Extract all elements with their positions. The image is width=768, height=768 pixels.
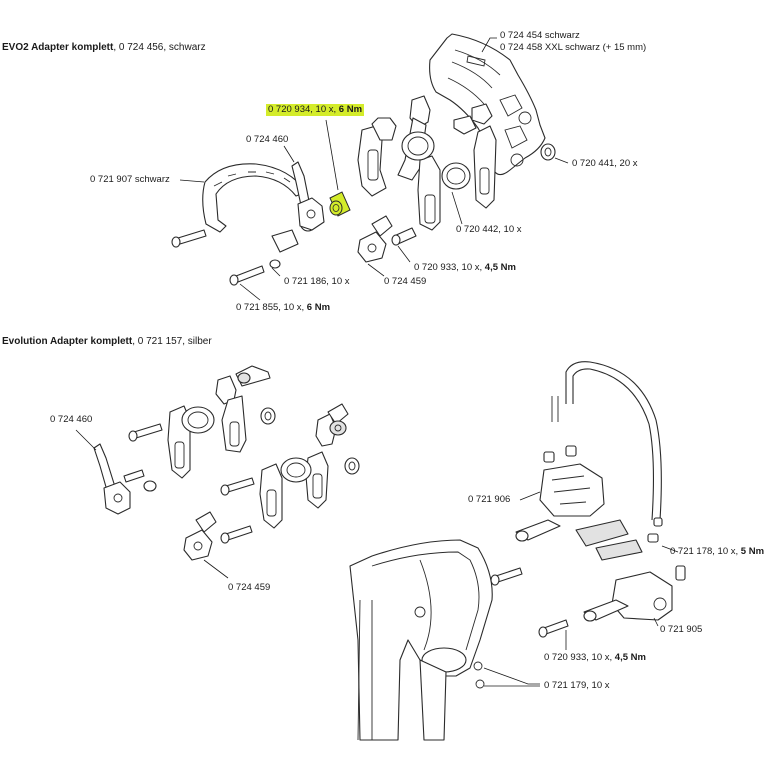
label-bolt-178: 0 721 178, 10 x, 5 Nm [670,546,764,558]
label-bolt-178-text: 0 721 178, 10 x, [670,546,741,557]
label-highlighted-bolt-torque: 6 Nm [338,104,363,115]
section-heading-evolution-rest: , 0 721 157, silber [132,336,212,347]
quick-release-lever-459 [357,215,417,263]
label-bolt-933-b-text: 0 720 933, 10 x, [544,652,615,663]
label-bolt-933-text: 0 720 933, 10 x, [414,262,485,273]
label-bolt-855: 0 721 855, 10 x, 6 Nm [236,302,330,314]
frame-and-calipers [349,361,686,741]
highlighted-bolt [329,191,351,217]
section-heading-evolution-bold: Evolution Adapter komplett [2,336,133,347]
label-booster: 0 721 907 schwarz [90,174,170,185]
label-washer-186: 0 721 186, 10 x [284,276,350,287]
label-bolt-933: 0 720 933, 10 x, 4,5 Nm [414,262,516,274]
label-bolt-855-torque: 6 Nm [306,302,331,313]
bolt-855 [171,229,281,286]
label-sleeve: 0 720 442, 10 x [456,224,522,235]
evolution-adapter-parts [93,365,360,561]
label-bridge-b: 0 724 458 XXL schwarz (+ 15 mm) [500,42,647,53]
section-heading-evo2-rest: , 0 724 456, schwarz [113,42,206,53]
label-bolt-855-text: 0 721 855, 10 x, [236,302,307,313]
section-heading-evo2: EVO2 Adapter komplett, 0 724 456, schwar… [2,42,206,54]
quick-release-lever-top [291,161,325,231]
label-washer-20: 0 720 441, 20 x [572,158,638,169]
label-nut-179: 0 721 179, 10 x [544,680,610,691]
brake-bridge [429,33,546,176]
label-lever-top: 0 724 460 [246,134,289,145]
label-bridge-a: 0 724 454 schwarz [500,30,580,41]
label-caliper-905: 0 721 905 [660,624,703,635]
section-heading-evolution: Evolution Adapter komplett, 0 721 157, s… [2,336,212,348]
label-highlighted-bolt-text: 0 720 934, 10 x, [268,104,339,115]
label-bolt-933-torque: 4,5 Nm [484,262,516,273]
label-bolt-933-b-torque: 4,5 Nm [614,652,646,663]
label-bolt-178-torque: 5 Nm [740,546,765,557]
label-lever-bottom: 0 724 460 [50,414,93,425]
leader-lines [75,37,679,687]
label-bolt-933-b: 0 720 933, 10 x, 4,5 Nm [544,652,646,664]
label-caliper-906: 0 721 906 [468,494,511,505]
label-lever-459: 0 724 459 [384,276,427,287]
pivot-carrier-top [357,95,556,231]
label-lever-459-bottom: 0 724 459 [228,582,271,593]
label-highlighted-bolt: 0 720 934, 10 x, 6 Nm [266,104,365,116]
section-heading-evo2-bold: EVO2 Adapter komplett [2,42,114,53]
